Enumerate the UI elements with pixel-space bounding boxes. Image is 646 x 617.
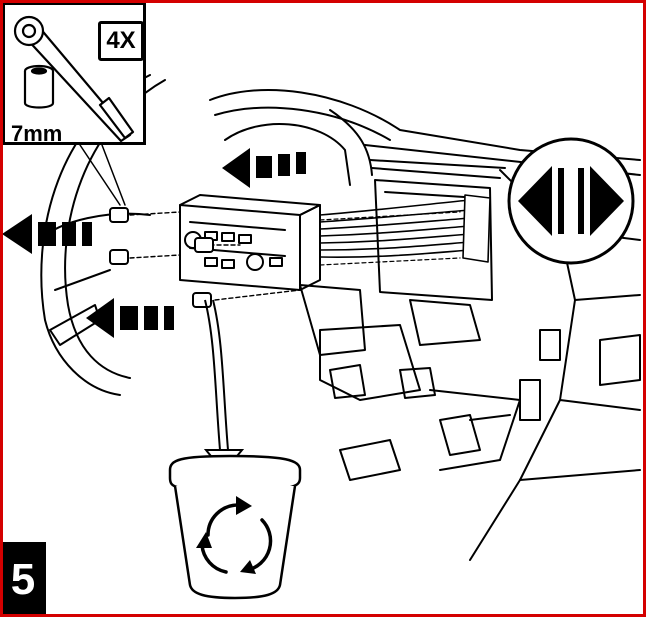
disconnect-arrows-icon — [507, 137, 635, 265]
screw-top-left — [109, 207, 129, 223]
screw-center — [194, 237, 214, 253]
removal-arrow-bottom — [86, 298, 174, 338]
screw-middle-left — [109, 249, 129, 265]
radio-opening — [374, 179, 493, 301]
step-number-badge: 5 — [0, 542, 46, 617]
ratchet-icon — [13, 15, 135, 143]
socket-size-label: 7mm — [11, 121, 63, 146]
screw-lower — [192, 292, 212, 308]
removal-arrow-left — [2, 214, 92, 254]
tool-box: 4X 7mm — [2, 2, 146, 146]
quantity-badge: 4X — [98, 21, 144, 61]
discard-arrow — [204, 299, 229, 451]
dashboard-top — [209, 89, 641, 161]
removal-arrow-top — [222, 148, 306, 188]
wiring-harness — [319, 194, 491, 263]
recycle-bin — [168, 454, 302, 600]
recycle-icon — [196, 496, 273, 574]
socket-icon — [23, 64, 55, 109]
